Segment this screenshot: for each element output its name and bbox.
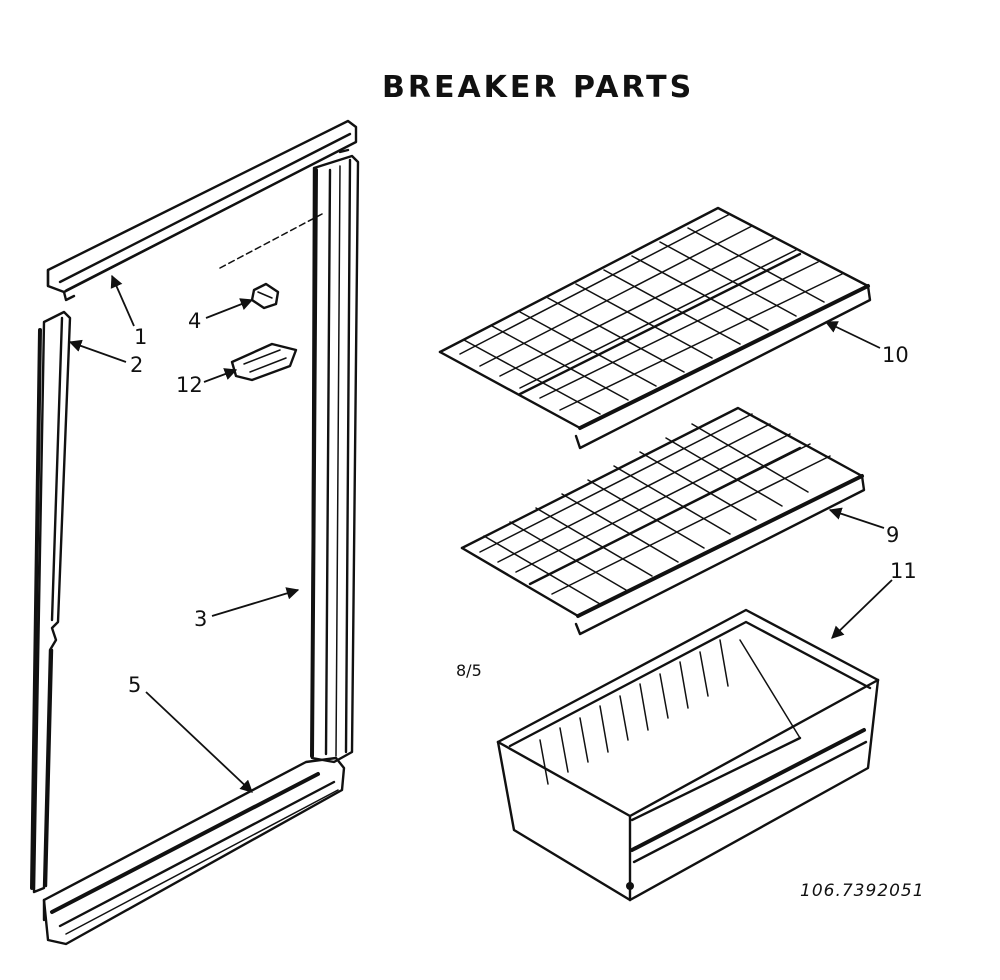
callout-12: 12: [176, 373, 203, 397]
callout-1: 1: [134, 325, 147, 349]
callout-10: 10: [882, 343, 909, 367]
upper-wire-shelf-part: [438, 206, 872, 450]
callout-9: 9: [886, 523, 899, 547]
clip-part: [219, 213, 323, 310]
callout-5: 5: [128, 673, 141, 697]
crisper-pan-part: [496, 608, 880, 902]
top-rail-part: [46, 119, 358, 302]
callout-2: 2: [130, 353, 143, 377]
lower-wire-shelf-part: [460, 406, 866, 636]
diagram-title: BREAKER PARTS: [382, 70, 694, 105]
leader-lines: [68, 274, 893, 793]
left-rail-part: [30, 310, 72, 894]
small-note: 8/5: [456, 661, 482, 680]
callout-3: 3: [194, 607, 207, 631]
callout-4: 4: [188, 309, 201, 333]
drawing-code: 106.7392051: [800, 881, 925, 901]
bottom-rail-part: [42, 756, 346, 946]
right-rail-part: [310, 148, 360, 764]
bracket-part: [230, 342, 298, 382]
callout-11: 11: [890, 559, 917, 583]
